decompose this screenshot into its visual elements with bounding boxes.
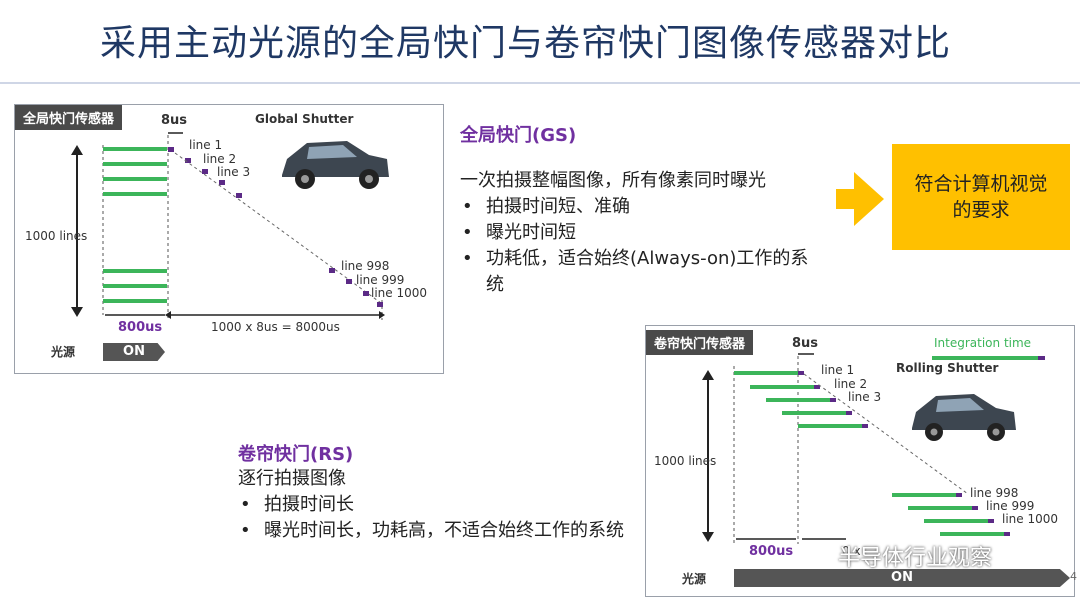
rs-legend-label: Integration time [934,336,1032,350]
rs-car-label: Rolling Shutter [896,361,999,375]
page-number: 4 [1070,570,1077,583]
gs-light-label: 光源 [51,345,76,359]
watermark: 半导体行业观察 [838,546,993,571]
rs-timing-chart [702,353,1045,544]
gs-readout-mark [329,268,335,273]
gs-panel-tag: 全局快门传感器 [15,105,123,130]
yellow-arrow-icon [836,172,884,226]
rs-exposure-label: 800us [749,544,794,559]
global-shutter-diagram: 全局快门传感器 [14,104,444,374]
rs-bullet-2: 曝光时间长，功耗高，不适合始终工作的系统 [238,518,634,544]
gs-readout-mark [346,279,352,284]
rs-intro: 逐行拍摄图像 [238,468,346,489]
rs-bar [750,385,814,389]
rs-lines-label: 1000 lines [654,454,717,468]
gs-readout-mark [202,169,208,174]
gs-car-label: Global Shutter [255,112,354,126]
rs-bar [798,424,862,428]
gs-readout-label: 1000 x 8us = 8000us [211,320,340,334]
gs-exposure-label: 800us [118,320,163,335]
rs-readout-diagonal [803,373,969,495]
rs-line-3: line 3 [848,390,882,404]
gs-bullet-3: 功耗低，适合始终(Always-on)工作的系统 [460,246,826,298]
rs-bar [782,411,846,415]
gs-bar [103,269,167,273]
gs-on-bar: ON [103,343,165,361]
gs-bar [103,192,167,196]
rs-readout-label: 0 x [842,544,861,558]
gs-lines-label: 1000 lines [25,229,88,243]
rs-line-1: line 1 [821,363,855,377]
gs-bar [103,162,167,166]
gs-line-2: line 2 [203,152,237,166]
gs-lines-arrow-bottom [71,307,83,317]
gs-bar [103,299,167,303]
conclusion-text: 符合计算机视觉的要求 [914,173,1048,221]
rs-line-999: line 999 [986,499,1035,513]
rs-bullet-1: 拍摄时间长 [238,492,633,518]
gs-timing-chart [71,132,389,320]
rs-car-icon [912,394,1016,441]
rs-bar [892,493,956,497]
gs-line-3: line 3 [217,165,251,179]
gs-readout-diagonal [174,152,382,304]
rs-line-2: line 2 [834,377,868,391]
gs-lines-arrow-top [71,145,83,155]
gs-readout-mark [363,291,369,296]
gs-bar [103,177,167,181]
rs-panel-tag: 卷帘快门传感器 [646,330,754,355]
gs-description: 一次拍摄整幅图像，所有像素同时曝光 拍摄时间短、准确 曝光时间短 功耗低，适合始… [460,168,830,298]
gs-heading: 全局快门(GS) [460,125,577,146]
gs-line-999: line 999 [356,273,405,287]
rs-8us-label: 8us [792,336,819,351]
gs-line-1000: line 1000 [371,286,428,300]
gs-readout-mark [377,302,383,307]
rs-heading: 卷帘快门(RS) [238,444,354,465]
gs-line-1: line 1 [189,138,223,152]
conclusion-box: 符合计算机视觉的要求 [892,144,1070,250]
gs-bullet-2: 曝光时间短 [460,220,830,246]
gs-readout-mark [236,193,242,198]
gs-readout-mark [168,147,174,152]
rolling-shutter-diagram: 卷帘快门传感器 [645,325,1075,597]
gs-bar [103,147,167,151]
gs-bullet-1: 拍摄时间短、准确 [460,194,830,220]
gs-readout-mark [185,158,191,163]
gs-readout-mark [219,180,225,185]
gs-8us-label: 8us [161,113,188,128]
gs-intro: 一次拍摄整幅图像，所有像素同时曝光 [460,170,766,191]
rs-bar [908,506,972,510]
rs-line-1000: line 1000 [1002,512,1059,526]
rs-line-998: line 998 [970,486,1019,500]
rs-on-bar: ON [734,569,1070,587]
rs-bar [924,519,988,523]
rs-bar [766,398,830,402]
rs-description: 逐行拍摄图像 拍摄时间长 曝光时间长，功耗高，不适合始终工作的系统 [238,466,633,544]
rs-bar [940,532,1004,536]
rs-legend-bar [932,356,1038,360]
title-divider [0,82,1080,84]
gs-car-icon [282,141,389,189]
rs-light-label: 光源 [682,572,707,586]
slide-title: 采用主动光源的全局快门与卷帘快门图像传感器对比 [100,23,952,64]
rs-bar [734,371,798,375]
gs-bar [103,284,167,288]
gs-line-998: line 998 [341,259,390,273]
